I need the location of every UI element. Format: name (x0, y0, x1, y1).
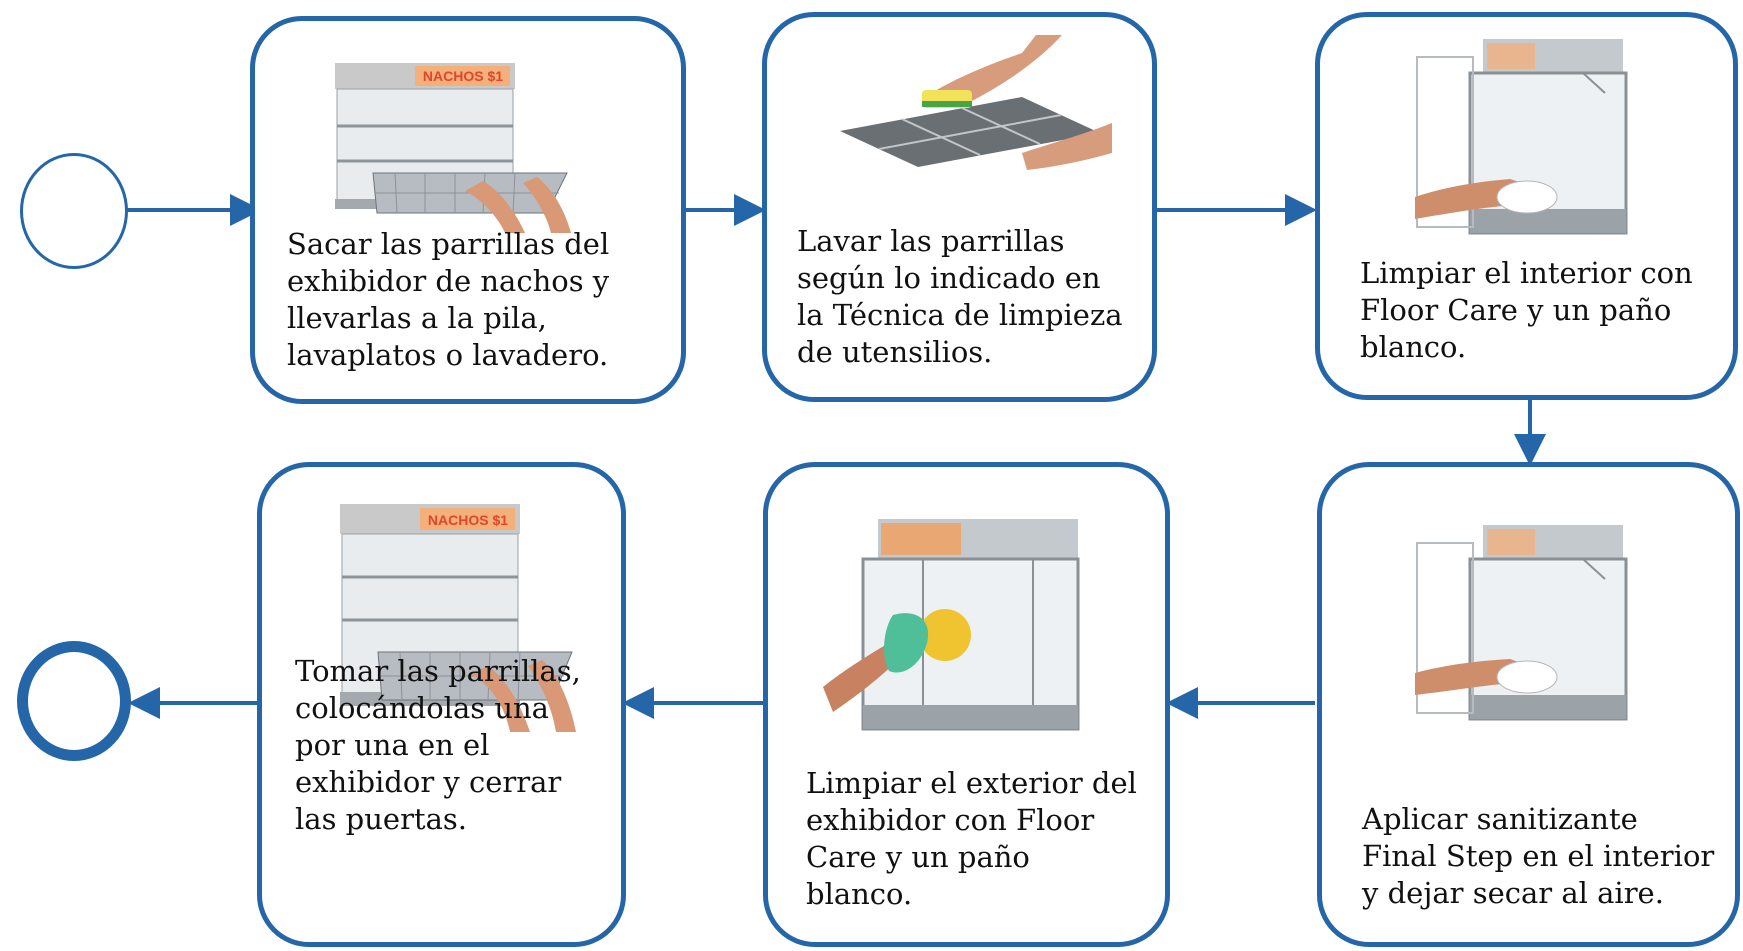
step-3-text: Limpiar el interior con Floor Care y un … (1360, 256, 1693, 364)
step-5-text: Limpiar el exterior del exhibidor con Fl… (806, 766, 1137, 911)
step-2-box: Lavar las parrillas según lo indicado en… (762, 12, 1157, 402)
step-1-illustration: NACHOS $1 (335, 63, 571, 233)
step-1-sign-label: NACHOS $1 (423, 68, 503, 84)
step-3-box: Limpiar el interior con Floor Care y un … (1315, 12, 1738, 400)
step-5-illustration (823, 519, 1080, 731)
step-2-illustration (840, 35, 1112, 170)
step-1-box: NACHOS $1 Sacar las parrillas del exhibi… (250, 16, 686, 404)
start-node (20, 153, 128, 269)
step-4-illustration (1415, 525, 1628, 721)
step-1-text: Sacar las parrillas del exhibidor de nac… (287, 227, 610, 372)
step-6-text: Tomar las parrillas, colocándolas una po… (295, 654, 581, 836)
step-6-box: NACHOS $1 Tomar las parrillas, colocándo… (257, 462, 626, 947)
step-2-text: Lavar las parrillas según lo indicado en… (797, 224, 1123, 369)
end-node (17, 641, 131, 761)
step-4-box: Aplicar sanitizante Final Step en el int… (1317, 462, 1740, 947)
step-3-illustration (1415, 39, 1628, 235)
step-6-sign-label: NACHOS $1 (428, 512, 508, 528)
step-5-box: Limpiar el exterior del exhibidor con Fl… (763, 462, 1170, 947)
step-6-illustration: NACHOS $1 (340, 504, 576, 732)
step-4-text: Aplicar sanitizante Final Step en el int… (1362, 802, 1715, 910)
